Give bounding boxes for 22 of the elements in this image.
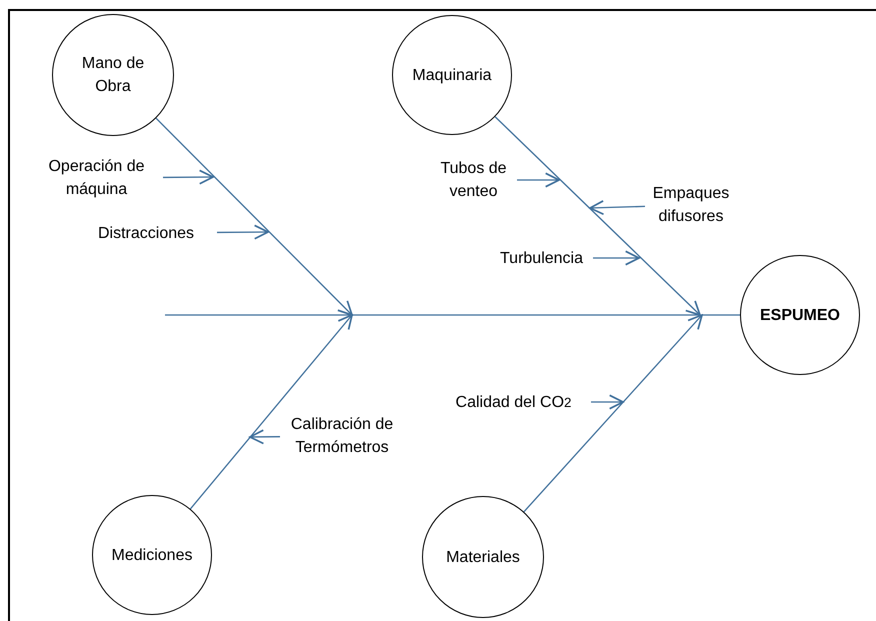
cause-label: Calibración de Termómetros — [280, 413, 404, 459]
cause-arrow — [591, 394, 624, 410]
cause-arrow — [589, 200, 646, 216]
branch-arrow — [494, 116, 701, 316]
cause-arrow — [249, 429, 280, 444]
cause-arrow — [593, 250, 640, 266]
cause-label: Turbulencia — [490, 246, 593, 270]
branch-arrow — [156, 118, 353, 316]
cause-arrow — [217, 224, 269, 240]
category-circle: Maquinaria — [392, 15, 512, 135]
category-circle: Materiales — [422, 496, 544, 618]
cause-arrow — [517, 172, 560, 188]
branch-arrow — [190, 314, 353, 510]
cause-label: Tubos de venteo — [430, 157, 517, 203]
cause-label: Operación de máquina — [30, 155, 163, 201]
cause-label: Empaques difusores — [645, 182, 737, 228]
category-circle: Mediciones — [92, 495, 212, 615]
category-circle: Mano de Obra — [52, 14, 174, 136]
cause-label: Distracciones — [75, 221, 217, 245]
effect-circle: ESPUMEO — [740, 255, 860, 375]
branch-arrow — [523, 314, 703, 512]
cause-arrow — [163, 170, 214, 185]
